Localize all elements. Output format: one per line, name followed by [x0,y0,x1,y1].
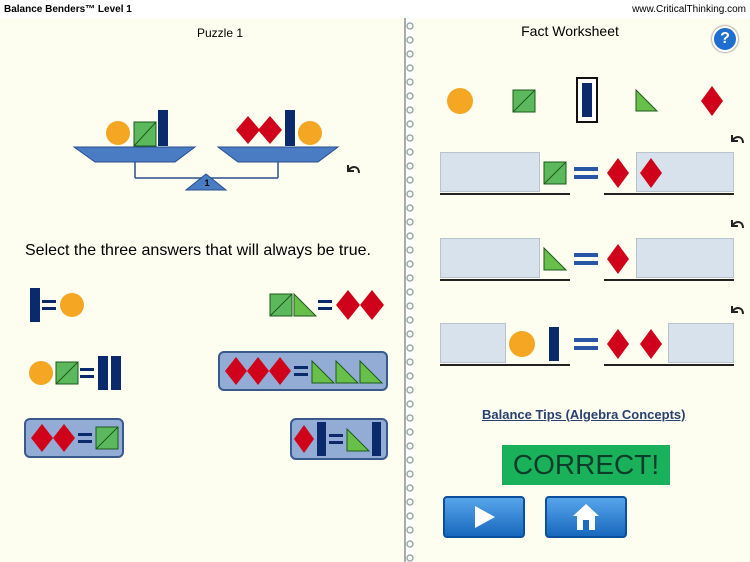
diamond-shape [258,116,282,144]
eq2-left-slots[interactable] [440,238,540,278]
palette-circle [447,88,473,114]
shape-palette [447,77,723,123]
palette-triangle [635,88,659,112]
answer-option-1[interactable] [26,286,90,324]
home-button[interactable] [545,496,627,538]
eq2-shapes [543,244,629,274]
circle-shape [298,121,322,145]
left-page [0,18,404,562]
balance-scale [72,110,340,191]
answer-option-6[interactable] [290,418,388,460]
option-5-shapes [31,424,119,452]
left-pan [72,146,197,163]
site-url: www.CriticalThinking.com [632,4,746,15]
help-icon[interactable]: ? [712,26,738,52]
option-6-shapes [294,422,381,456]
answer-option-2[interactable] [266,286,386,324]
answer-option-4[interactable] [218,351,388,391]
next-button[interactable] [443,496,525,538]
eq3-right-slots[interactable] [668,323,734,363]
puzzle-title: Puzzle 1 [196,26,244,40]
result-banner: CORRECT! [502,445,670,485]
eq1-shapes [543,158,662,188]
app-title: Balance Benders™ Level 1 [4,4,132,15]
answer-option-5[interactable] [24,418,124,458]
eq3-left-slots[interactable] [440,323,506,363]
option-4-shapes [225,357,384,385]
undo-icon[interactable] [728,217,746,233]
right-pan [216,146,340,163]
undo-icon[interactable] [728,132,746,148]
undo-icon[interactable] [728,303,746,319]
eq3-shapes [509,327,662,361]
rect-shape [285,110,295,146]
undo-icon[interactable] [344,162,362,178]
fulcrum-label: 1 [204,178,210,188]
circle-shape [106,121,130,145]
eq2-right-slots[interactable] [636,238,734,278]
top-bar: Balance Benders™ Level 1 www.CriticalThi… [0,0,750,18]
instruction-text: Select the three answers that will alway… [25,242,371,259]
balance-tips-link[interactable]: Balance Tips (Algebra Concepts) [482,407,686,422]
rect-shape [158,110,168,146]
answer-option-3[interactable] [26,354,126,392]
worksheet-title: Fact Worksheet [521,23,619,39]
eq1-left-slots[interactable] [440,152,540,192]
spiral-binding [404,18,414,562]
home-icon [573,504,599,530]
play-icon [475,506,495,528]
diamond-shape [236,116,260,144]
palette-diamond [701,86,723,116]
